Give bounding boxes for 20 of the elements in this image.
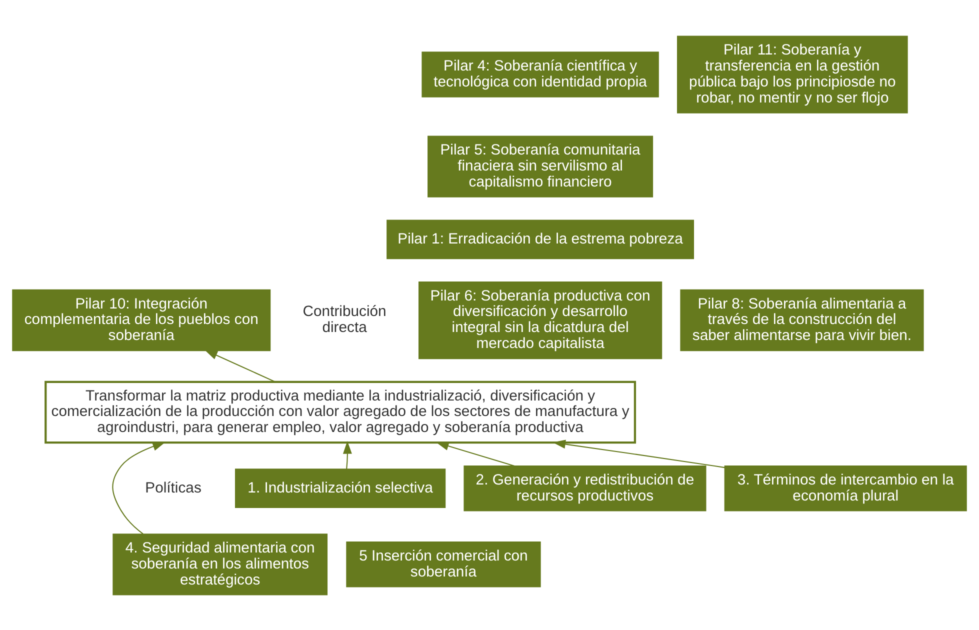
node-box: Pilar 4: Soberanía científica y tecnológica con identidad propia [422, 51, 659, 97]
node-box: 5 Inserción comercial con soberanía [346, 541, 541, 587]
label: Políticas [145, 480, 202, 496]
arrow [112, 442, 166, 534]
node-box: 1. Industrialización selectiva [234, 468, 446, 508]
node-box: Transformar la matriz productiva mediante la industrializació, diversificación y comercialización de la producción con valor agregado de los sectores de manufactura y agroindustri, para generar empleo, valor agregado y soberanía productiva [44, 380, 636, 444]
node-box: Pilar 6: Soberanía productiva con diversificación y desarrollo integral sin la dicatdura del mercado capitalista [418, 280, 662, 359]
label: Contribución directa [302, 304, 386, 336]
node-box: 4. Seguridad alimentaria con soberanía en los alimentos estratégicos [112, 533, 328, 595]
arrow [552, 439, 725, 468]
node-box: Pilar 8: Soberanía alimentaria a través de la construcción del saber alimentarse para vivir bien. [680, 288, 924, 351]
node-box: Pilar 11: Soberanía y transferencia en la gestión pública bajo los principiosde no robar, no mentir y no ser flojo [677, 35, 908, 113]
arrow [342, 440, 352, 469]
node-box: Pilar 10: Integración complementaria de los pueblos con soberanía [12, 288, 271, 351]
arrow [436, 441, 515, 466]
node-box: Pilar 1: Erradicación de la estrema pobreza [386, 219, 694, 259]
node-box: 3. Términos de intercambio en la economía plural [724, 465, 967, 511]
node-box: 2. Generación y redistribución de recursos productivos [464, 465, 706, 511]
arrow [204, 349, 276, 382]
node-box: Pilar 5: Soberanía comunitaria finaciera sin servilismo al capitalismo financiero [428, 135, 654, 197]
